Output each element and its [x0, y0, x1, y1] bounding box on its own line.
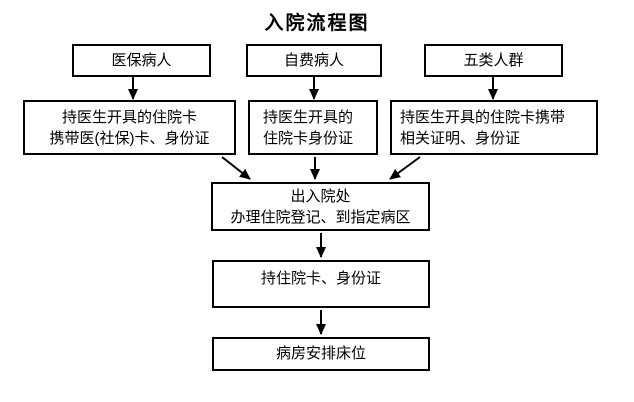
node-label: 五类人群: [463, 51, 524, 69]
node-hold-cards: 持住院卡、身份证: [212, 260, 430, 308]
node-label: 病房安排床位: [275, 345, 366, 362]
node-label-line1: 持医生开具的: [263, 108, 354, 126]
node-label: 医保病人: [111, 51, 172, 69]
node-five-groups-requirements: 持医生开具的住院卡携带 相关证明、身份证: [390, 100, 598, 155]
node-label-line2: 办理住院登记、到指定病区: [230, 208, 411, 226]
node-insured-patient: 医保病人: [72, 44, 211, 77]
node-admission-office: 出入院处 办理住院登记、到指定病区: [211, 182, 430, 231]
node-selfpay-requirements: 持医生开具的 住院卡身份证: [248, 100, 378, 155]
node-label-line1: 持医生开具的住院卡: [61, 108, 197, 126]
node-five-groups: 五类人群: [424, 44, 563, 77]
node-label-line2: 相关证明、身份证: [400, 129, 521, 147]
node-insured-requirements: 持医生开具的住院卡 携带医(社保)卡、身份证: [23, 100, 236, 155]
node-ward-assignment: 病房安排床位: [212, 337, 430, 371]
arrow-insured-to-office: [221, 156, 251, 180]
node-label-line2: 携带医(社保)卡、身份证: [49, 129, 210, 147]
arrow-five-groups-to-office: [389, 156, 421, 180]
node-label: 持住院卡、身份证: [260, 270, 381, 287]
page-title: 入院流程图: [264, 13, 370, 34]
node-label: 自费病人: [283, 51, 344, 69]
node-selfpay-patient: 自费病人: [246, 44, 382, 77]
node-label-line1: 持医生开具的住院卡携带: [400, 108, 566, 126]
node-label-line2: 住院卡身份证: [263, 129, 354, 147]
node-label-line1: 出入院处: [290, 187, 351, 205]
